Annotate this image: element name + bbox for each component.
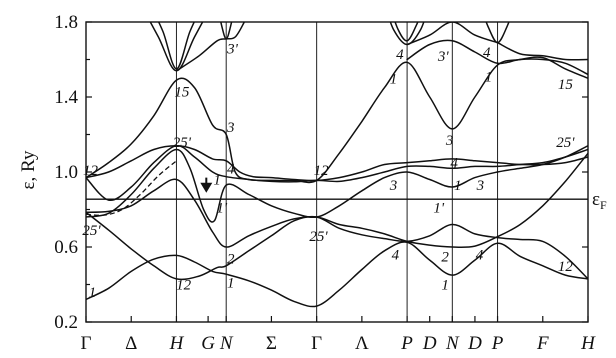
band-label-29: 4 [476,248,484,264]
band-curves [86,22,588,308]
x-tick-label-9: D [422,333,437,354]
x-tick-label-13: F [536,333,549,354]
band-label-18: 4 [392,248,400,264]
x-tick-label-12: P [491,333,504,354]
band-label-20: 3 [445,133,454,149]
band-dashed-0 [86,160,177,216]
band-label-14: 25' [309,229,328,245]
band-label-3: 15 [174,84,190,100]
symmetry-lines [175,22,499,322]
y-axis-ticks: 0.2 0.6 1.0 1.4 1.8 [54,12,588,333]
band-label-22: 1 [454,178,462,194]
band-label-0: 12 [83,163,99,179]
band-label-13: 12 [314,163,330,179]
x-tick-label-8: P [400,333,413,354]
x-tick-label-6: Γ [311,333,322,354]
x-tick-label-2: H [169,333,185,354]
arrow-marker [200,177,213,193]
x-tick-label-1: Δ [125,333,137,354]
y-tick-label-2: 1.0 [54,162,78,183]
band-label-6: 3' [226,41,239,57]
band-label-24: 2 [441,249,449,265]
x-tick-label-10: N [445,333,460,354]
band-16 [406,39,588,76]
band-annotations: 1225'11525'123'3411'211225'41343'3411'21… [82,41,575,301]
fermi-level-label: εF [592,189,607,212]
band-label-12: 1 [227,276,235,292]
x-tick-label-14: H [580,333,596,354]
band-10 [220,22,233,40]
band-13 [406,22,499,46]
band-6 [86,145,588,182]
band-label-11: 2 [227,251,235,267]
y-tick-label-4: 1.8 [54,12,78,33]
band-2 [86,152,588,249]
band-label-28: 3 [476,178,485,194]
band-label-9: 1 [213,173,221,189]
y-tick-label-1: 0.6 [54,237,78,258]
fermi-level-group: εF [86,189,607,212]
band-label-21: 4 [450,156,458,172]
band-label-25: 1 [441,278,449,294]
band-15 [496,41,588,61]
plot-frame-rect [85,21,589,323]
x-tick-label-4: N [219,333,234,354]
band-label-23: 1' [433,201,445,217]
band-label-32: 12 [558,259,574,275]
band-label-8: 4 [227,161,235,177]
band-8 [157,22,196,70]
band-1 [86,211,588,281]
plot-frame [85,21,589,323]
x-tick-label-3: G [201,333,215,354]
x-tick-label-0: Γ [81,333,92,354]
band-label-2: 1 [89,285,97,301]
band-label-27: 1 [485,69,493,85]
band-label-26: 4 [483,45,491,61]
arrow-head [200,182,213,193]
x-tick-label-7: Λ [355,333,369,354]
y-tick-label-0: 0.2 [54,312,78,333]
band-label-5: 12 [176,278,192,294]
band-label-7: 3 [226,120,235,136]
band-label-16: 1 [390,71,398,87]
band-3 [86,145,588,223]
band-label-31: 25' [556,135,575,151]
band-label-17: 3 [389,178,398,194]
y-tick-label-3: 1.4 [54,87,78,108]
band-label-15: 4 [396,47,404,63]
band-0 [86,241,588,308]
band-label-1: 25' [82,223,101,239]
x-tick-label-5: Σ [266,333,277,354]
band-label-30: 15 [558,77,574,93]
band-label-4: 25' [173,135,192,151]
band-label-19: 3' [437,49,450,65]
y-axis-label: ε, Ry [18,150,39,189]
x-tick-label-11: D [467,333,482,354]
band-label-10: 1' [216,201,228,217]
